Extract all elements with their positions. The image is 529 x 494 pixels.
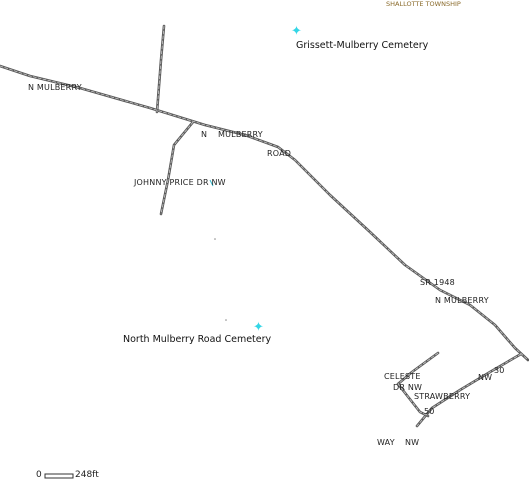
scale-bar-start-label: 0 bbox=[36, 470, 42, 480]
cemetery-star-icon[interactable]: ✦ bbox=[291, 24, 303, 39]
road-label: N MULBERRY bbox=[435, 296, 489, 305]
scale-bar bbox=[44, 473, 74, 479]
road-label: JOHNNY PRICE DR NW bbox=[134, 178, 226, 187]
cemetery-label-grissett-mulberry: Grissett-Mulberry Cemetery bbox=[296, 40, 429, 51]
cemetery-star-icon[interactable]: ✦ bbox=[253, 320, 265, 335]
road-label: N bbox=[201, 130, 208, 139]
road-label: WAY bbox=[377, 438, 395, 447]
road-label: NW bbox=[405, 438, 420, 447]
road-label: ROAD bbox=[267, 149, 292, 158]
road-label: NW bbox=[478, 373, 493, 382]
road-label: MULBERRY bbox=[218, 130, 263, 139]
scale-bar-end-label: 248ft bbox=[75, 470, 99, 480]
road-label: DR NW bbox=[393, 383, 423, 392]
cemetery-label-north-mulberry-road: North Mulberry Road Cemetery bbox=[123, 334, 272, 345]
road-label: SR 1948 bbox=[420, 278, 455, 287]
road-label: 50 bbox=[424, 407, 435, 416]
road-label: CELESTE bbox=[384, 372, 421, 381]
map-dot bbox=[225, 319, 227, 321]
township-label: SHALLOTTE TOWNSHIP bbox=[386, 0, 461, 8]
road-label: STRAWBERRY bbox=[414, 392, 471, 401]
road-label: N MULBERRY bbox=[28, 83, 82, 92]
map-tick bbox=[209, 179, 214, 187]
road-label: 30 bbox=[494, 366, 505, 375]
map-dot bbox=[214, 238, 216, 240]
